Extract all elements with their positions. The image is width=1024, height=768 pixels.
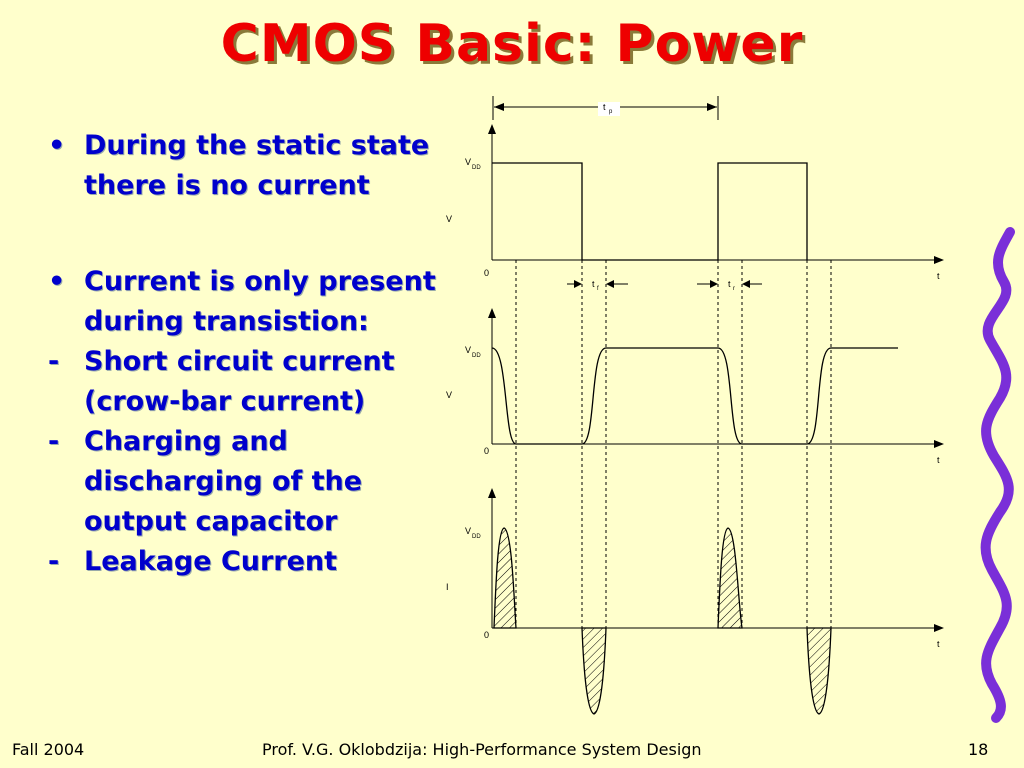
dash-mark: - [48, 346, 60, 377]
transition-guide-lines [515, 260, 832, 628]
fall-time-subscript: f [597, 286, 599, 292]
footer-author: Prof. V.G. Oklobdzija: High-Performance … [262, 740, 702, 759]
fall-time-marker: t f [567, 279, 628, 292]
rise-time-marker: t r [697, 279, 762, 292]
bullet-item: - Charging and discharging of the output… [44, 422, 444, 542]
panel2-y-label: V [446, 390, 452, 400]
panel1-x-label: t [937, 271, 940, 281]
bullet-item: • During the static state there is no cu… [44, 126, 444, 206]
panel3-x-label: t [937, 639, 940, 649]
panel3-y-label: I [446, 582, 449, 592]
bullet-text: Current is only present during transisti… [84, 266, 436, 337]
decorative-wave-border [980, 227, 1015, 723]
bullet-item: - Leakage Current [44, 542, 444, 582]
panel2-vdd-label: V [465, 345, 471, 355]
bullet-text: During the static state there is no curr… [84, 130, 430, 201]
bullet-item: • Current is only present during transis… [44, 262, 444, 342]
panel1-vdd-label: V [465, 157, 471, 167]
panel-current: I V DD 0 t [446, 488, 944, 715]
bullet-text: Short circuit current (crow-bar current) [84, 346, 395, 417]
bullet-list: • During the static state there is no cu… [44, 126, 444, 582]
panel2-vdd-subscript: DD [472, 353, 481, 359]
rise-time-subscript: r [733, 286, 735, 292]
bullet-mark: • [48, 130, 66, 161]
panel-output-voltage: V V DD 0 t [446, 308, 944, 465]
panel1-zero-label: 0 [484, 268, 489, 278]
footer-date: Fall 2004 [12, 740, 85, 759]
panel2-x-label: t [937, 455, 940, 465]
slide-title: CMOS Basic: Power [220, 14, 804, 74]
dash-mark: - [48, 426, 60, 457]
panel2-zero-label: 0 [484, 446, 489, 456]
panel3-vdd-label: V [465, 526, 471, 536]
bullet-text: Charging and discharging of the output c… [84, 426, 363, 537]
current-pulse-down [581, 627, 607, 715]
period-subscript: p [609, 109, 613, 115]
panel1-y-label: V [446, 214, 452, 224]
bullet-text: Leakage Current [84, 546, 338, 577]
fall-time-label: t [592, 279, 595, 289]
bullet-mark: • [48, 266, 66, 297]
footer-page-number: 18 [968, 740, 989, 759]
panel1-vdd-subscript: DD [472, 165, 481, 171]
period-marker: t p [492, 96, 719, 120]
current-pulse-down [806, 627, 832, 715]
panel3-vdd-subscript: DD [472, 534, 481, 540]
current-pulse-up [717, 527, 743, 629]
current-pulse-up [493, 527, 517, 629]
panel3-zero-label: 0 [484, 630, 489, 640]
bullet-item: - Short circuit current (crow-bar curren… [44, 342, 444, 422]
period-label: t [603, 102, 606, 112]
dash-mark: - [48, 546, 60, 577]
panel-input-voltage: V V DD 0 t [446, 124, 944, 281]
rise-time-label: t [728, 279, 731, 289]
